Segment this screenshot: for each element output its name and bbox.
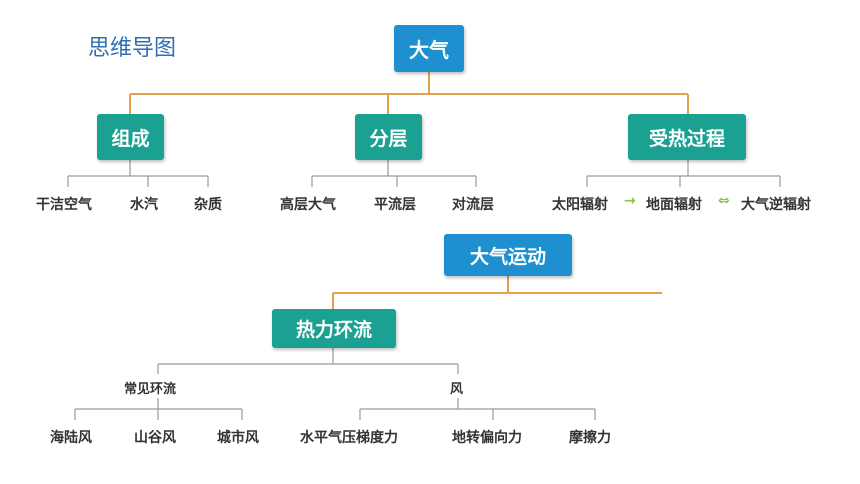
node-composition: 组成 — [97, 114, 164, 160]
leaf-impurities: 杂质 — [194, 197, 222, 213]
leaf-ground-radiation: 地面辐射 — [646, 197, 702, 213]
leaf-stratosphere: 平流层 — [374, 197, 416, 213]
leaf-troposphere: 对流层 — [452, 197, 494, 213]
group-common-circulation: 常见环流 — [124, 382, 177, 397]
group-wind: 风 — [450, 382, 464, 397]
leaf-atmospheric-counter-radiation: 大气逆辐射 — [741, 197, 811, 213]
page-title: 思维导图 — [88, 36, 177, 61]
leaf-sea-land-breeze: 海陆风 — [50, 430, 92, 446]
leaf-upper-atmosphere: 高层大气 — [280, 197, 336, 213]
leaf-pressure-gradient-force: 水平气压梯度力 — [300, 430, 398, 446]
leaf-coriolis-force: 地转偏向力 — [452, 430, 522, 446]
node-atmospheric-motion: 大气运动 — [444, 234, 572, 276]
leaf-urban-wind: 城市风 — [217, 430, 259, 446]
node-layers: 分层 — [355, 114, 422, 160]
node-heating-process: 受热过程 — [628, 114, 746, 160]
leaf-solar-radiation: 太阳辐射 — [552, 197, 608, 213]
double-arrow-icon: ⇔ — [718, 193, 730, 209]
leaf-water-vapor: 水汽 — [130, 197, 158, 213]
leaf-dry-clean-air: 干洁空气 — [36, 197, 92, 213]
node-thermal-circulation: 热力环流 — [272, 309, 396, 348]
leaf-mountain-valley-breeze: 山谷风 — [134, 430, 176, 446]
root-node: 大气 — [394, 25, 464, 72]
right-arrow-icon: → — [624, 193, 636, 209]
leaf-friction-force: 摩擦力 — [569, 430, 611, 446]
